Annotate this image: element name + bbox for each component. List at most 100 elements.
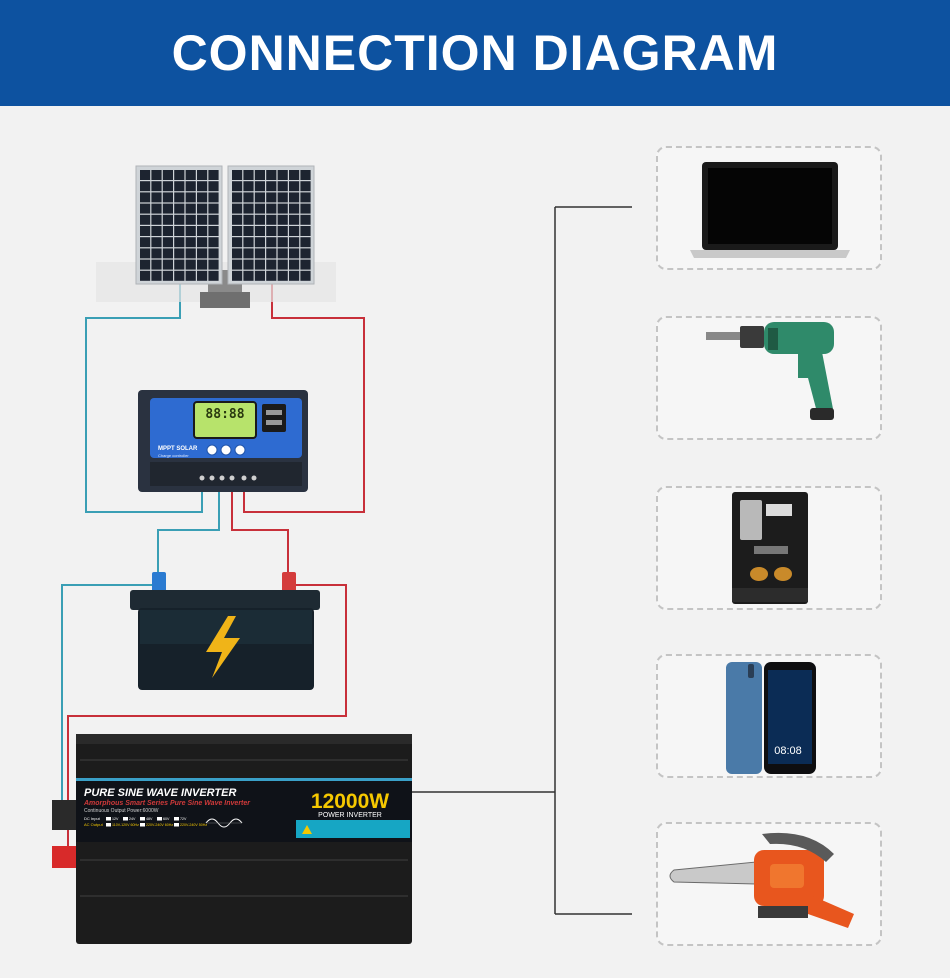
solar-cell xyxy=(289,181,300,192)
solar-cell xyxy=(197,192,208,203)
solar-cell xyxy=(140,203,151,214)
drill-icon xyxy=(706,322,834,420)
solar-cell xyxy=(174,237,185,248)
solar-cell xyxy=(243,270,254,281)
solar-cell xyxy=(151,181,162,192)
solar-cell xyxy=(266,181,277,192)
solar-cell xyxy=(254,181,265,192)
solar-cell xyxy=(174,270,185,281)
solar-cell xyxy=(289,248,300,259)
solar-cell xyxy=(289,237,300,248)
inverter-title: PURE SINE WAVE INVERTER xyxy=(84,787,236,799)
dc-option-box xyxy=(106,817,111,821)
solar-cell xyxy=(300,248,311,259)
solar-cell xyxy=(151,192,162,203)
inverter-ac-label: AC Output xyxy=(84,822,104,827)
solar-cell xyxy=(243,248,254,259)
dc-option-label: 72V xyxy=(180,817,187,821)
solar-cell xyxy=(208,214,219,225)
solar-cell xyxy=(208,270,219,281)
coffee-machine-icon xyxy=(732,492,808,604)
solar-cell xyxy=(185,181,196,192)
appliance-drill xyxy=(656,316,882,440)
solar-cell xyxy=(300,270,311,281)
solar-cell xyxy=(151,203,162,214)
solar-cell xyxy=(300,214,311,225)
solar-cell xyxy=(277,214,288,225)
dc-option-box xyxy=(123,817,128,821)
solar-cell xyxy=(208,170,219,180)
solar-cell xyxy=(266,203,277,214)
solar-cell xyxy=(208,259,219,270)
solar-cell xyxy=(254,270,265,281)
solar-cell xyxy=(232,181,243,192)
solar-cell xyxy=(185,237,196,248)
solar-cell xyxy=(232,270,243,281)
solar-cell xyxy=(174,170,185,180)
solar-cell xyxy=(174,226,185,236)
solar-cell xyxy=(174,214,185,225)
solar-cell xyxy=(254,203,265,214)
solar-cell xyxy=(266,226,277,236)
inverter-continuous: Continuous Output Power:6000W xyxy=(84,808,159,814)
solar-cell xyxy=(289,203,300,214)
solar-cell xyxy=(185,270,196,281)
solar-cell xyxy=(277,259,288,270)
solar-cell xyxy=(197,270,208,281)
solar-cell xyxy=(140,226,151,236)
solar-cell xyxy=(277,226,288,236)
solar-cell xyxy=(185,170,196,180)
charge-controller-icon: 88:88 MPPT SOLAR Charge controller xyxy=(138,390,308,492)
wire-battery-inverter-negative xyxy=(61,584,158,812)
solar-cell xyxy=(151,214,162,225)
solar-cell xyxy=(232,237,243,248)
solar-cell xyxy=(197,248,208,259)
solar-cell xyxy=(140,170,151,180)
wire-controller-battery-negative xyxy=(157,480,220,580)
solar-cell xyxy=(232,226,243,236)
wire-battery-inverter-positive xyxy=(67,584,347,848)
solar-cell xyxy=(300,192,311,203)
solar-cell xyxy=(266,170,277,180)
inverter-subtitle: Amorphous Smart Series Pure Sine Wave In… xyxy=(83,800,251,807)
solar-cells xyxy=(140,170,311,281)
solar-cell xyxy=(300,170,311,180)
solar-cell xyxy=(232,259,243,270)
inverter-dc-label: DC Input xyxy=(84,816,101,821)
solar-cell xyxy=(266,248,277,259)
smartphone-icon: 08:08 xyxy=(726,662,816,774)
solar-cell xyxy=(289,270,300,281)
solar-cell xyxy=(254,170,265,180)
solar-cell xyxy=(174,192,185,203)
solar-cell xyxy=(185,192,196,203)
solar-cell xyxy=(162,270,173,281)
ac-option-label: 220V-240V 60Hz xyxy=(146,823,173,827)
header-bar: CONNECTION DIAGRAM xyxy=(0,0,950,106)
ac-option-box xyxy=(174,823,179,827)
dc-option-label: 60V xyxy=(163,817,170,821)
solar-cell xyxy=(277,181,288,192)
solar-cell xyxy=(243,170,254,180)
solar-cell xyxy=(254,214,265,225)
appliance-smartphone: 08:08 xyxy=(656,654,882,778)
solar-cell xyxy=(162,237,173,248)
solar-cell xyxy=(289,214,300,225)
solar-cell xyxy=(300,226,311,236)
solar-cell xyxy=(162,214,173,225)
solar-cell xyxy=(289,259,300,270)
solar-cell xyxy=(174,248,185,259)
controller-brand-sub: Charge controller xyxy=(158,453,189,458)
solar-cell xyxy=(289,170,300,180)
solar-cell xyxy=(277,270,288,281)
solar-cell xyxy=(266,192,277,203)
solar-cell xyxy=(208,192,219,203)
solar-cell xyxy=(208,248,219,259)
solar-cell xyxy=(151,237,162,248)
dc-option-label: 12V xyxy=(112,817,119,821)
ac-option-box xyxy=(140,823,145,827)
chainsaw-icon xyxy=(669,832,854,928)
solar-cell xyxy=(277,237,288,248)
solar-cell xyxy=(197,203,208,214)
